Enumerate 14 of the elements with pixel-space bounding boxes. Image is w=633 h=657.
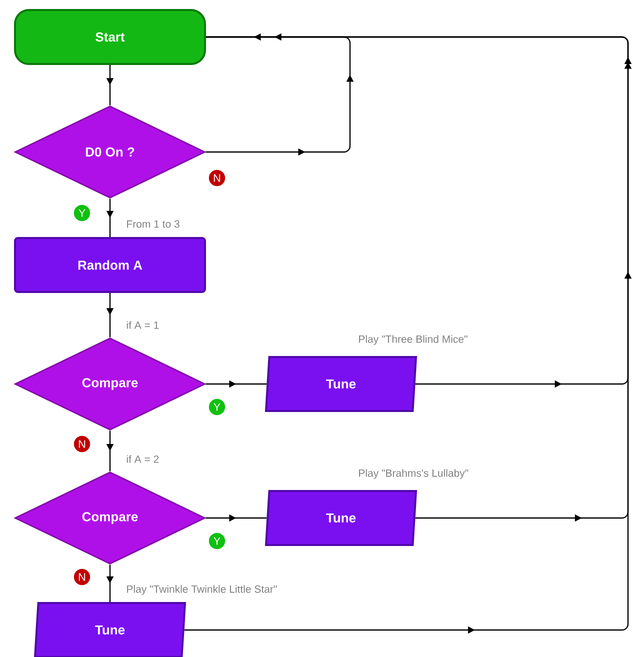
edge-label: N	[208, 169, 226, 187]
edge-label: N	[73, 435, 91, 453]
annotation: Play "Brahms's Lullaby"	[359, 469, 468, 479]
annotation: From 1 to 3	[127, 220, 180, 228]
annotation: if A = 2	[126, 455, 159, 463]
process-box: Random A	[14, 237, 206, 293]
edge-label: Y	[208, 532, 226, 550]
annotation: Play "Three Blind Mice"	[359, 335, 468, 345]
edge-label: N	[73, 568, 91, 586]
annotation: Play "Twinkle Twinkle Little Star"	[127, 585, 277, 595]
terminal-box: Start	[14, 9, 206, 65]
edge-label: Y	[73, 204, 91, 222]
annotation: if A = 1	[126, 321, 159, 329]
edge-label: Y	[208, 398, 226, 416]
